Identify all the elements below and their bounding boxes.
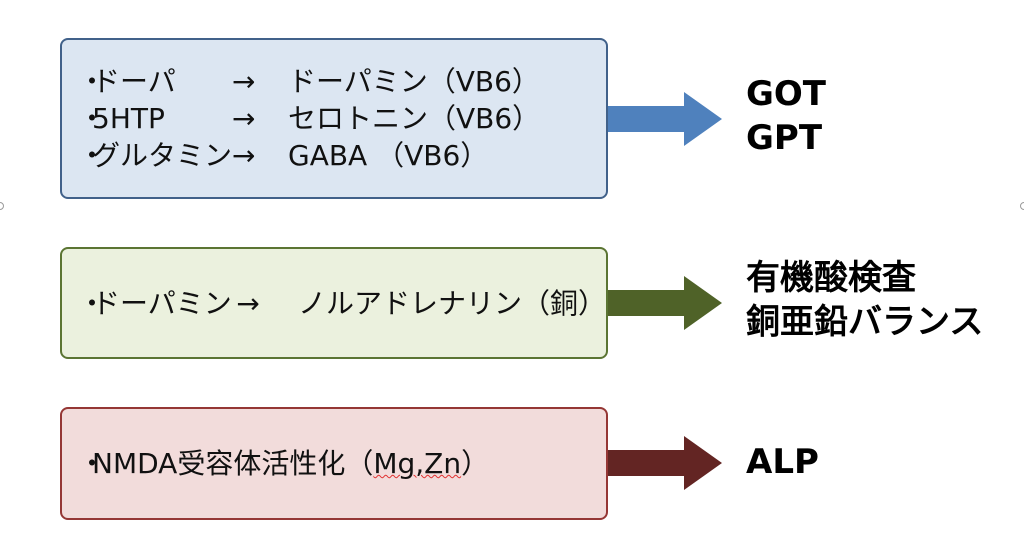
block-arrow-red-icon — [608, 436, 722, 490]
nmda-box: ・ NMDA受容体活性化（Mg,Zn） — [60, 407, 608, 520]
nmda-row: ・ NMDA受容体活性化（Mg,Zn） — [78, 445, 606, 482]
conversion-box-copper: ・ ドーパミン → ノルアドレナリン（銅） — [60, 247, 608, 359]
source-substance: ドーパミン — [92, 286, 232, 320]
conversion-box-vb6: ・ ドーパ → ドーパミン（VB6） ・ 5HTP → セロトニン（VB6） ・… — [60, 38, 608, 199]
bullet: ・ — [78, 286, 107, 320]
block-arrow-green-icon — [608, 276, 722, 330]
conversion-arrow: → — [232, 102, 256, 135]
resize-handle-left[interactable] — [0, 202, 4, 210]
conversion-row: ・ 5HTP → セロトニン（VB6） — [78, 100, 606, 137]
nmda-text: NMDA受容体活性化（ — [92, 447, 374, 480]
test-label-group: GOT GPT — [746, 72, 826, 160]
test-label-group: 有機酸検査 銅亜鉛バランス — [746, 256, 983, 344]
bullet: ・ — [78, 447, 107, 480]
product-substance: ノルアドレナリン（銅） — [297, 286, 606, 320]
conversion-row: ・ グルタミン → GABA （VB6） — [78, 137, 606, 174]
conversion-row: ・ ドーパミン → ノルアドレナリン（銅） — [78, 285, 606, 322]
arrow-shape — [608, 276, 722, 330]
spellcheck-marked-text: Mg,Zn — [373, 447, 462, 480]
product-substance: セロトニン（VB6） — [288, 102, 541, 135]
source-substance: グルタミン — [92, 139, 233, 172]
source-substance: 5HTP — [92, 102, 165, 135]
test-label: GOT — [746, 74, 827, 114]
conversion-arrow: → — [236, 286, 260, 320]
product-substance: GABA （VB6） — [288, 139, 489, 172]
test-label: ALP — [746, 442, 819, 482]
test-label: GPT — [746, 118, 823, 158]
product-substance: ドーパミン（VB6） — [288, 65, 540, 98]
resize-handle-right[interactable] — [1020, 202, 1024, 210]
nmda-text-suffix: ） — [461, 447, 490, 480]
arrow-shape — [608, 92, 722, 146]
bullet: ・ — [78, 139, 107, 172]
block-arrow-blue-icon — [608, 92, 722, 146]
test-label-group: ALP — [746, 440, 819, 484]
test-label: 有機酸検査 — [746, 258, 916, 298]
bullet: ・ — [78, 65, 107, 98]
conversion-row: ・ ドーパ → ドーパミン（VB6） — [78, 63, 606, 100]
bullet: ・ — [78, 102, 107, 135]
conversion-arrow: → — [232, 65, 256, 98]
conversion-arrow: → — [232, 139, 256, 172]
arrow-shape — [608, 436, 722, 490]
source-substance: ドーパ — [92, 65, 176, 98]
test-label: 銅亜鉛バランス — [746, 302, 984, 342]
